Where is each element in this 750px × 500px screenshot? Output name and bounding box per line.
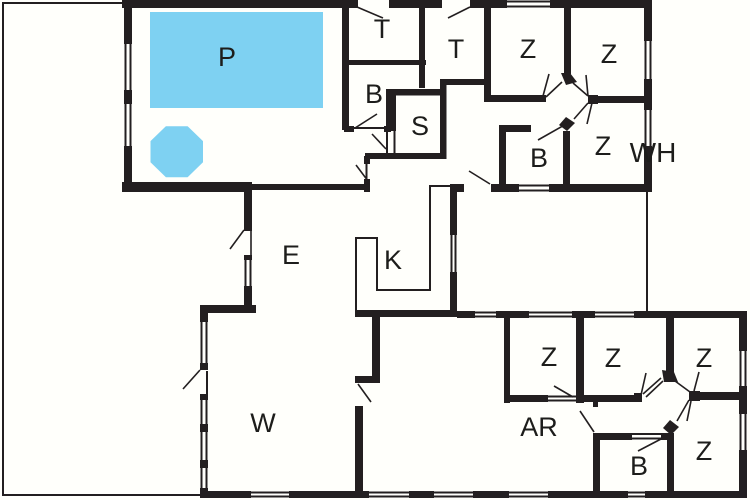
svg-text:P: P xyxy=(218,42,236,72)
svg-text:AR: AR xyxy=(520,412,558,442)
svg-text:K: K xyxy=(384,245,402,275)
svg-text:T: T xyxy=(374,14,391,44)
svg-text:WH: WH xyxy=(630,137,677,168)
svg-text:Z: Z xyxy=(520,34,537,64)
svg-text:Z: Z xyxy=(601,39,618,69)
svg-text:Z: Z xyxy=(605,343,622,373)
svg-text:B: B xyxy=(365,79,383,109)
svg-text:Z: Z xyxy=(696,343,713,373)
svg-text:B: B xyxy=(630,451,648,481)
svg-text:Z: Z xyxy=(595,131,612,161)
svg-text:Z: Z xyxy=(541,342,558,372)
svg-text:E: E xyxy=(282,240,300,270)
svg-text:W: W xyxy=(250,408,276,438)
svg-text:Z: Z xyxy=(696,436,713,466)
svg-text:B: B xyxy=(530,143,548,173)
svg-text:S: S xyxy=(411,111,429,141)
svg-text:T: T xyxy=(448,34,465,64)
